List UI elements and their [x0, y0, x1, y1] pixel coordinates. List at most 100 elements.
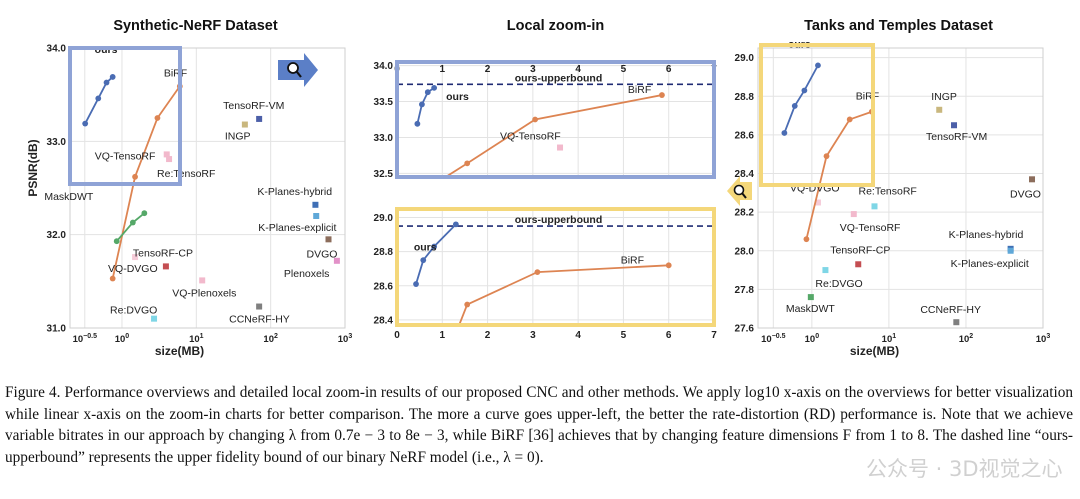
x-tick-label: 1	[440, 330, 446, 341]
x-tick-label: 100	[115, 333, 130, 345]
y-tick-label: 33.5	[374, 97, 394, 108]
x-tick-label: 3	[530, 330, 536, 341]
x-tick-label: 7	[711, 330, 717, 341]
y-tick-label: 34.0	[374, 61, 394, 72]
method-label-k-planes-explicit: K-Planes-explicit	[951, 258, 1029, 270]
series-line-ours	[415, 223, 457, 285]
series-point-birf	[803, 236, 810, 243]
series-line-birf	[111, 85, 181, 279]
series-point-birf	[132, 173, 138, 180]
method-marker-dvgo	[325, 236, 332, 243]
method-label-vq-tensorf: VQ-TensoRF	[95, 150, 156, 162]
series-label-birf: BiRF	[621, 254, 644, 266]
series-label-birf: BiRF	[856, 91, 879, 103]
y-tick-label: 28.4	[735, 169, 755, 180]
method-marker-vq-dvgo	[814, 199, 821, 206]
method-marker-ingp	[936, 106, 943, 113]
series-point-birf	[109, 275, 116, 282]
method-label-k-planes-explicit: K-Planes-explicit	[258, 222, 336, 234]
series-point-birf	[464, 160, 471, 167]
series-point-ours	[801, 87, 808, 94]
y-tick-label: 29.0	[374, 213, 394, 224]
series-point-birf	[823, 153, 830, 160]
plot-content	[397, 83, 714, 177]
watermark: 公众号 · 3D视觉之心	[866, 457, 1063, 481]
zoom-decorations	[68, 43, 875, 327]
figure-caption: Figure 4. Performance overviews and deta…	[5, 384, 1073, 466]
x-tick-label: 103	[338, 333, 353, 345]
y-tick-label: 33.0	[374, 133, 394, 144]
y-tick-label: 28.8	[374, 247, 394, 258]
zoom-arrow-right	[278, 53, 318, 87]
series-point-birf	[435, 377, 441, 380]
method-label-tensorf-vm: TensoRF-VM	[926, 131, 987, 143]
x-axis-label: size(MB)	[850, 344, 899, 358]
y-tick-label: 34.0	[47, 44, 67, 55]
series-point-ours	[424, 89, 431, 96]
magnifier-icon	[287, 62, 302, 78]
method-marker-re-dvgo	[822, 267, 829, 274]
series-point-ours	[82, 120, 89, 127]
y-tick-label: 32.5	[374, 169, 394, 180]
x-tick-label: 3	[530, 64, 536, 75]
y-tick-label: 28.4	[374, 315, 394, 326]
plot-frame	[757, 47, 1044, 329]
plot-content	[781, 62, 1036, 326]
series-label-maskdwt: MaskDWT	[44, 191, 94, 203]
y-tick-label: 28.6	[735, 130, 755, 141]
method-marker-vq-tensorf	[850, 211, 857, 218]
method-marker-re-dvgo	[151, 315, 158, 322]
series-point-ours	[95, 95, 102, 102]
plot-area	[758, 48, 1043, 328]
method-label-re-dvgo: Re:DVGO	[815, 278, 862, 290]
series-label-ours: ours	[414, 241, 437, 253]
method-label-re-tensorf: Re:TensoRF	[858, 185, 916, 197]
series-point-ours	[431, 84, 438, 91]
series-line-ours	[783, 64, 819, 134]
method-label-ccnerf-hy: CCNeRF-HY	[920, 304, 981, 316]
x-tick-label: 0	[394, 330, 400, 341]
method-marker-maskdwt	[807, 294, 814, 301]
upperbound-label: ours-upperbound	[515, 214, 603, 226]
plot-area	[397, 62, 714, 177]
series-point-ours	[791, 103, 798, 109]
x-tick-label: 100	[805, 333, 820, 345]
y-tick-label: 29.0	[735, 53, 755, 64]
y-tick-label: 28.2	[735, 208, 755, 219]
method-marker-ingp	[241, 121, 248, 128]
series-point-ours	[815, 62, 821, 69]
plot-area	[397, 209, 714, 325]
plot-frame	[69, 47, 346, 329]
series-point-maskdwt	[113, 238, 120, 245]
x-tick-label: 6	[666, 64, 672, 75]
method-label-tensorf-cp: TensoRF-CP	[133, 247, 193, 259]
series-point-maskdwt	[141, 210, 148, 217]
series-point-ours	[781, 130, 788, 136]
x-tick-label: 5	[621, 64, 627, 75]
plot-area	[70, 48, 345, 328]
method-marker-tensorf-cp	[162, 263, 169, 270]
y-tick-label: 32.0	[47, 230, 67, 241]
x-tick-label: 101	[882, 333, 897, 345]
method-marker-vq-tensorf	[557, 144, 564, 151]
method-label-maskdwt: MaskDWT	[786, 303, 836, 315]
x-tick-label: 103	[1036, 333, 1051, 345]
method-label-vq-dvgo: VQ-DVGO	[108, 263, 158, 275]
grid-lines	[396, 62, 715, 177]
x-tick-label: 5	[621, 330, 627, 341]
series-line-ours	[84, 76, 114, 125]
method-marker-re-tensorf	[166, 156, 173, 163]
x-tick-label: 101	[189, 333, 204, 345]
x-tick-label: 4	[575, 330, 581, 341]
series-line-ours	[416, 87, 435, 125]
series-point-ours	[431, 243, 438, 250]
method-label-re-tensorf: Re:TensoRF	[157, 168, 215, 180]
x-tick-label: 2	[485, 64, 491, 75]
x-axis-label: size(MB)	[155, 344, 204, 358]
method-marker-dvgo	[1029, 176, 1036, 183]
method-marker-vq-dvgo	[132, 254, 139, 261]
method-marker-vq-plenoxels	[199, 277, 206, 284]
plot-content	[397, 221, 714, 380]
